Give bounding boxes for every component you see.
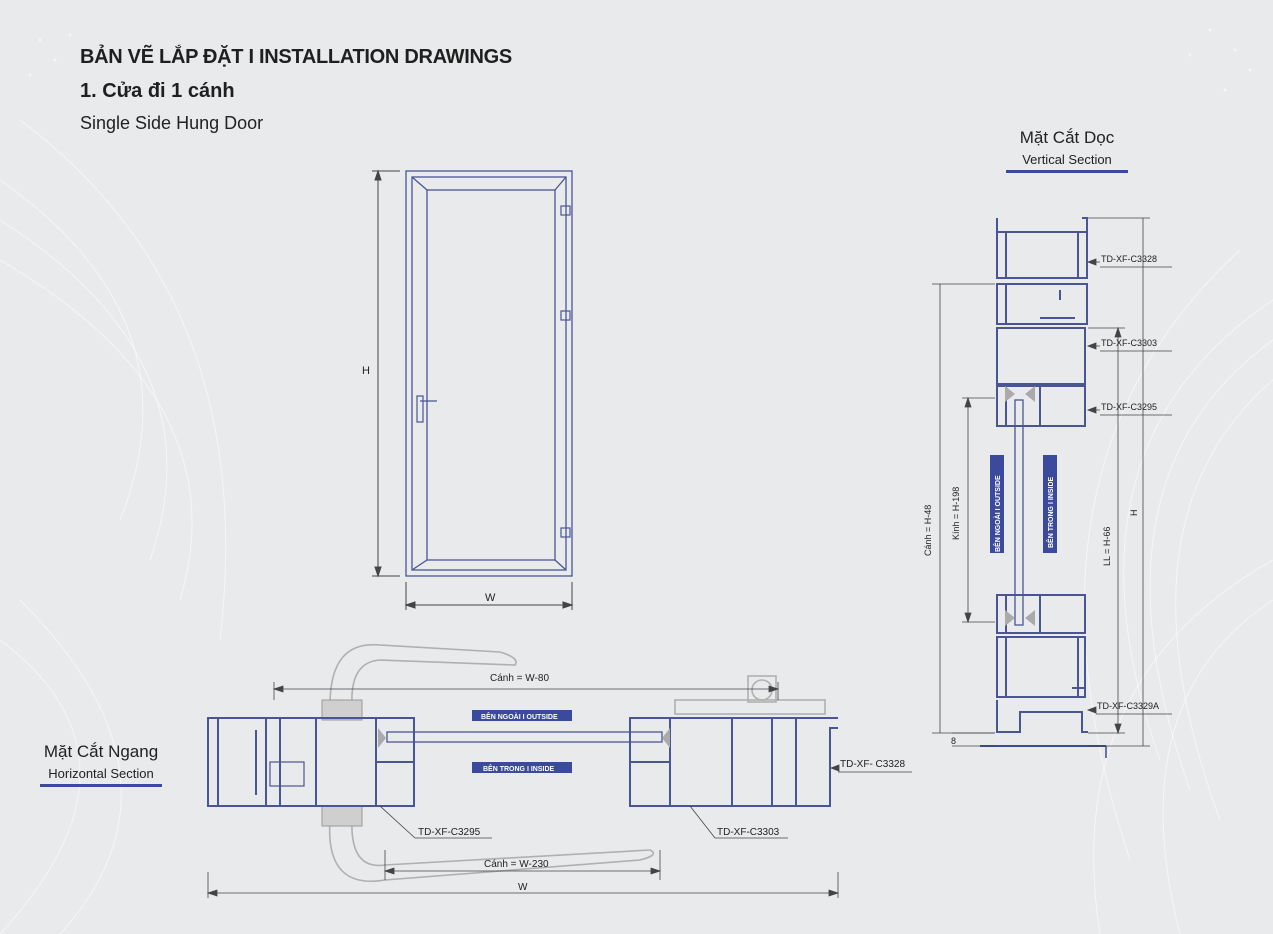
callout-c3329a-vertical: TD-XF-C3329A [1097,701,1159,711]
elevation-width-label: W [485,592,496,604]
handle-inside-icon [328,819,655,882]
handle-outside-icon [329,643,517,706]
horizontal-outside-label: BÊN NGOÀI I OUTSIDE [481,712,558,721]
vertical-glass [1014,399,1024,626]
door-handle-icon [416,395,437,423]
vertical-dim-canh: Cánh = H-48 [923,505,933,556]
door-sash-outer [411,176,567,571]
door-outer-frame [405,170,573,577]
vertical-inside-label-bg [1043,455,1057,553]
horizontal-frame-right-profile [772,717,838,807]
page-title: BẢN VẼ LẮP ĐẶT I INSTALLATION DRAWINGS [80,46,512,68]
callout-c3328-vertical: TD-XF-C3328 [1101,254,1157,264]
vertical-section-underline [1006,170,1128,173]
horizontal-glass [386,731,663,743]
vertical-inside-label: BÊN TRONG I INSIDE [1046,476,1055,548]
horizontal-inside-label: BÊN TRONG I INSIDE [483,764,555,773]
hinge-icon [560,527,571,538]
horizontal-section-title-vn: Mặt Cắt Ngang [43,742,159,761]
callout-c3303-vertical: TD-XF-C3303 [1101,338,1157,348]
vertical-dim-kinh: Kính = H-198 [951,487,961,540]
horizontal-section-title-en: Horizontal Section [48,766,154,781]
horizontal-outside-label-bg [472,710,572,721]
horizontal-section-heading: Mặt Cắt Ngang Horizontal Section [40,742,162,787]
vertical-dim-8: 8 [951,736,956,746]
hinge-icon [560,205,571,216]
callout-c3328-horizontal: TD-XF- C3328 [840,759,905,770]
vertical-section-title-en: Vertical Section [1022,152,1112,167]
horizontal-dim-canh-top: Cánh = W-80 [490,673,549,684]
horizontal-inside-label-bg [472,762,572,773]
hinge-bracket-icon [674,699,826,715]
horizontal-dim-canh-bottom: Cánh = W-230 [484,859,549,870]
page-subtitle: 1. Cửa đi 1 cánh [80,80,235,102]
callout-c3303-horizontal: TD-XF-C3303 [717,827,780,838]
elevation-height-label: H [362,365,370,377]
horizontal-sash-left-profile [315,717,377,807]
vertical-dim-ll: LL = H-66 [1102,527,1112,566]
vertical-section-title-vn: Mặt Cắt Dọc [1019,128,1115,147]
vertical-outside-label-bg [990,455,1004,553]
vertical-section-heading: Mặt Cắt Dọc Vertical Section [1006,128,1128,173]
vertical-mid-profile [996,327,1086,385]
vertical-outside-label: BÊN NGOÀI I OUTSIDE [993,475,1002,552]
vertical-frame-top-profile [996,218,1088,279]
vertical-bottom-rail-profile [996,636,1086,698]
horizontal-dim-w: W [518,882,528,893]
vertical-threshold-profile [996,700,1088,733]
hinge-icon [560,310,571,321]
callout-c3295-vertical: TD-XF-C3295 [1101,402,1157,412]
door-glass-panel [426,189,556,561]
vertical-dim-h: H [1129,510,1139,517]
horizontal-sash-right-profile [669,717,733,807]
horizontal-section-underline [40,784,162,787]
vertical-transom-profile [996,283,1088,325]
horizontal-frame-left-profile [207,717,267,807]
page-subtitle-en: Single Side Hung Door [80,113,264,133]
callout-c3295-horizontal: TD-XF-C3295 [418,827,481,838]
